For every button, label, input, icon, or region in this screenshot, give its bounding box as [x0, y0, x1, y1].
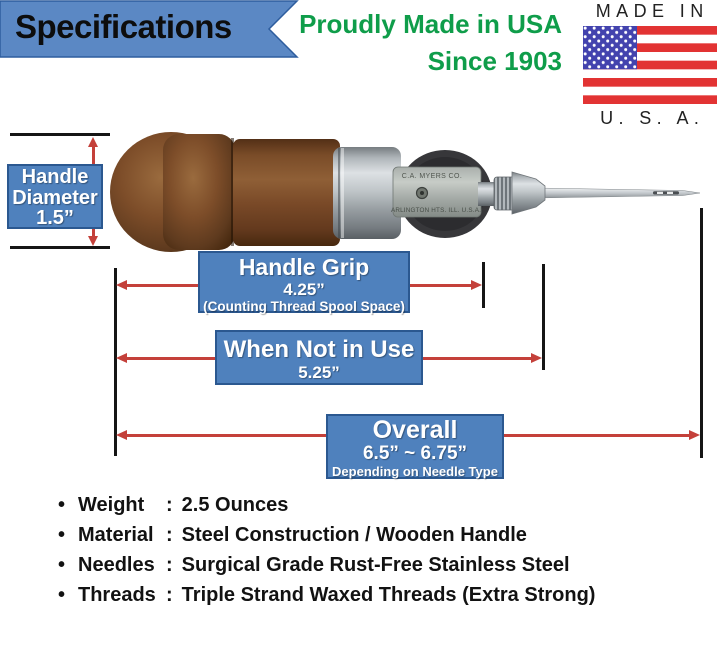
us-flag-icon	[582, 26, 717, 104]
made-in-text: MADE IN	[595, 1, 709, 21]
spec-separator: :	[166, 524, 173, 546]
spec-separator: :	[166, 584, 173, 606]
spec-value: Steel Construction / Wooden Handle	[181, 524, 527, 546]
handle-diameter-box: Handle Diameter 1.5”	[7, 164, 103, 229]
overall-value: 6.5” ~ 6.75”	[362, 443, 468, 464]
handle-grip-note: (Counting Thread Spool Space)	[203, 299, 405, 314]
needle-eye-groove	[653, 191, 679, 195]
use-arrow-right	[531, 353, 542, 363]
spec-row-needles: • Needles : Surgical Grade Rust-Free Sta…	[58, 554, 595, 584]
spec-label: Needles	[78, 554, 155, 576]
not-in-use-value: 5.25”	[298, 363, 340, 382]
overall-arrow-left	[116, 430, 127, 440]
overall-note: Depending on Needle Type	[332, 464, 498, 479]
handle-diameter-label2: Diameter	[12, 186, 98, 209]
spec-row-weight: • Weight : 2.5 Ounces	[58, 494, 595, 524]
bullet-icon: •	[58, 524, 66, 546]
tagline: Proudly Made in USA Since 1903	[298, 6, 562, 80]
overall-arrow-right	[689, 430, 700, 440]
page-title: Specifications	[15, 8, 232, 45]
needle-shaft-base	[478, 182, 498, 206]
sewing-awl-photo: C.A. MYERS CO. ARLINGTON HTS. ILL. U.S.A…	[110, 132, 701, 252]
bullet-icon: •	[58, 554, 66, 576]
banner-ribbon-shape	[0, 0, 299, 58]
diameter-top-line	[10, 133, 110, 136]
stamped-barrel: C.A. MYERS CO. ARLINGTON HTS. ILL. U.S.A…	[391, 166, 482, 218]
handle-grip-value: 4.25”	[283, 280, 325, 299]
bullet-icon: •	[58, 494, 66, 516]
spec-label: Threads	[78, 584, 156, 606]
title-banner: Specifications	[0, 0, 300, 58]
overall-label: Overall	[372, 416, 458, 444]
metal-collar	[333, 147, 401, 239]
grip-arrow-right	[471, 280, 482, 290]
spec-value: Triple Strand Waxed Threads (Extra Stron…	[181, 584, 596, 606]
tagline-line2: Since 1903	[427, 46, 562, 76]
spec-label: Material	[78, 524, 154, 546]
spec-value: 2.5 Ounces	[181, 494, 289, 516]
spec-value: Surgical Grade Rust-Free Stainless Steel	[181, 554, 570, 576]
made-in-usa-mark: MADE IN U. S. A.	[581, 1, 718, 129]
stamp-text-line2: ARLINGTON HTS. ILL. U.S.A.	[391, 207, 481, 214]
handle-grip-box: Handle Grip 4.25” (Counting Thread Spool…	[198, 251, 410, 314]
needle	[534, 187, 701, 199]
not-in-use-label: When Not in Use	[223, 336, 415, 363]
diameter-bottom-line	[10, 246, 110, 249]
tick-left	[114, 268, 117, 456]
spec-list: • Weight : 2.5 Ounces • Material : Steel…	[58, 494, 595, 614]
spec-label: Weight	[78, 494, 145, 516]
not-in-use-box: When Not in Use 5.25”	[215, 330, 423, 385]
grip-arrow-left	[116, 280, 127, 290]
stamp-text-line1: C.A. MYERS CO.	[402, 173, 462, 180]
handle-grip-label: Handle Grip	[238, 254, 370, 280]
spec-row-threads: • Threads : Triple Strand Waxed Threads …	[58, 584, 595, 614]
tick-not-in-use-end	[542, 264, 545, 370]
usa-text: U. S. A.	[600, 108, 705, 128]
spec-separator: :	[166, 494, 173, 516]
overall-box: Overall 6.5” ~ 6.75” Depending on Needle…	[326, 414, 504, 479]
spec-separator: :	[166, 554, 173, 576]
bullet-icon: •	[58, 584, 66, 606]
spec-row-material: • Material : Steel Construction / Wooden…	[58, 524, 595, 554]
handle-diameter-label1: Handle	[21, 166, 89, 188]
tick-handle-grip-end	[482, 262, 485, 308]
diameter-arrow-up	[88, 137, 98, 147]
tick-overall-end	[700, 208, 703, 458]
chuck-cone	[511, 171, 546, 215]
wooden-handle	[110, 132, 340, 252]
handle-diameter-value: 1.5”	[36, 207, 74, 229]
tagline-line1: Proudly Made in USA	[299, 9, 562, 39]
use-arrow-left	[116, 353, 127, 363]
diameter-arrow-down	[88, 236, 98, 246]
